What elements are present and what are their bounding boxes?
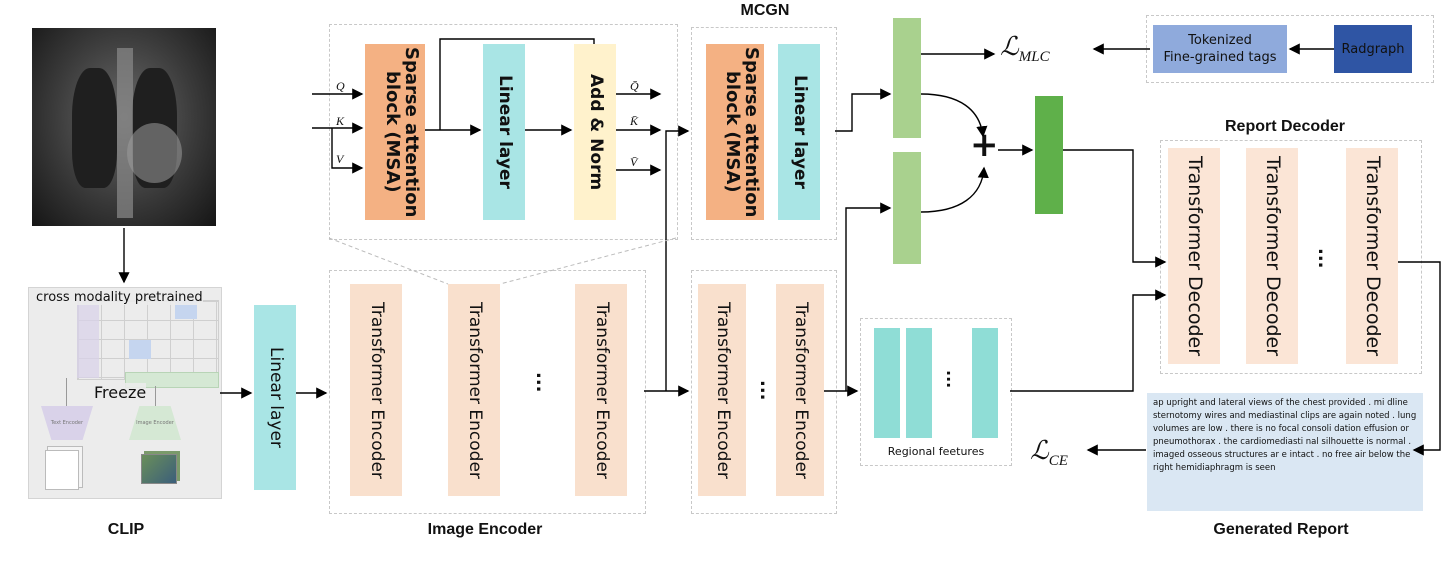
attention-linear-layer: Linear layer <box>483 44 525 220</box>
report-decoder-block-2: Transformer Decoder <box>1246 148 1298 364</box>
mcgn-encoder-block-2: Transformer Encoder <box>776 284 824 496</box>
report-decoder-ellipsis: ... <box>1314 248 1335 269</box>
input-v-label: V <box>336 152 344 166</box>
mcgn-linear-layer: Linear layer <box>778 44 820 220</box>
output-q-label: Q̄ <box>630 79 639 93</box>
regional-caption: Regional feetures <box>887 445 985 458</box>
sparse-attention-block: Sparse attention block (MSA) <box>365 44 425 220</box>
clip-caption: CLIP <box>107 521 145 538</box>
attention-detail-panel <box>329 24 678 240</box>
output-k-label: K̄ <box>630 114 639 128</box>
output-v-label: V̄ <box>630 155 638 169</box>
report-decoder-block-3: Transformer Decoder <box>1346 148 1398 364</box>
mcgn-attention-panel <box>691 27 837 240</box>
regional-features-panel <box>860 318 1012 466</box>
regional-feature-col-1 <box>874 328 900 438</box>
image-encoder-ellipsis: ... <box>532 372 553 393</box>
image-encoder-block-2: Transformer Encoder <box>448 284 500 496</box>
input-q-label: Q <box>336 79 345 93</box>
radgraph-box: Radgraph <box>1334 25 1412 73</box>
clip-pretrained-label: cross modality pretrained <box>36 290 203 305</box>
clip-freeze-label: Freeze <box>94 383 147 402</box>
xray-image <box>32 28 216 226</box>
clip-panel: Text Encoder Image Encoder <box>28 287 222 499</box>
clip-image-thumbs <box>141 454 177 484</box>
clip-image-encoder: Image Encoder <box>129 406 181 440</box>
mcgn-ellipsis: ... <box>756 380 777 401</box>
generated-report-text: ap upright and lateral views of the ches… <box>1147 393 1423 511</box>
generated-report-caption: Generated Report <box>1213 521 1349 538</box>
report-decoder-block-1: Transformer Decoder <box>1168 148 1220 364</box>
loss-ce: ℒCE <box>1030 436 1068 470</box>
mcgn-encoder-panel <box>691 270 837 514</box>
regional-feature-bar <box>893 152 921 264</box>
mcgn-title: MCGN <box>740 2 790 19</box>
image-encoder-panel <box>329 270 646 514</box>
tokenized-tags-box: Tokenized Fine-grained tags <box>1153 25 1287 73</box>
add-norm-block: Add & Norm <box>574 44 616 220</box>
regional-feature-col-3 <box>972 328 998 438</box>
fused-feature-bar <box>1035 96 1063 214</box>
image-encoder-caption: Image Encoder <box>427 521 543 538</box>
mlc-feature-bar <box>893 18 921 138</box>
image-encoder-block-3: Transformer Encoder <box>575 284 627 496</box>
input-k-label: K <box>336 114 345 128</box>
mcgn-sparse-attention-block: Sparse attention block (MSA) <box>706 44 764 220</box>
regional-feature-col-2 <box>906 328 932 438</box>
regional-ellipsis: ... <box>943 370 962 389</box>
report-decoder-title: Report Decoder <box>1224 118 1346 135</box>
clip-text-cards <box>45 450 79 490</box>
loss-mlc: ℒMLC <box>1000 32 1050 66</box>
image-encoder-block-1: Transformer Encoder <box>350 284 402 496</box>
mcgn-encoder-block-1: Transformer Encoder <box>698 284 746 496</box>
linear-layer-block: Linear layer <box>254 305 296 490</box>
